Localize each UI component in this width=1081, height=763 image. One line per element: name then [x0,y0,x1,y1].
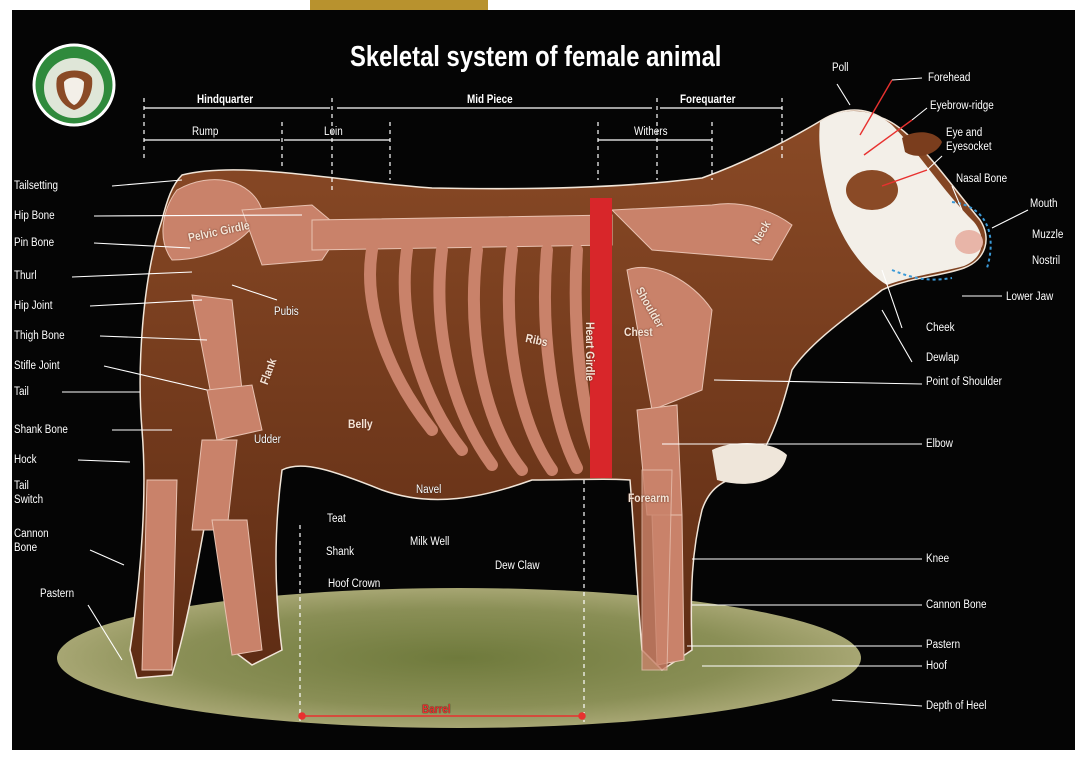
label-dew-claw: Dew Claw [495,560,540,573]
label-dewlap: Dewlap [926,352,959,365]
label-eye-2: Eyesocket [946,141,992,154]
cow-muzzle [955,230,983,254]
label-forearm: Forearm [628,492,669,505]
label-nasal-bone: Nasal Bone [956,173,1007,186]
label-cheek: Cheek [926,322,955,335]
label-hip-bone: Hip Bone [14,210,55,223]
label-depth-of-heel: Depth of Heel [926,700,986,713]
label-eye-1: Eye and [946,127,982,140]
section-rump: Rump [192,126,218,139]
label-stifle-joint: Stifle Joint [14,360,60,373]
label-chest: Chest [624,326,653,339]
label-cannon-bone-right: Cannon Bone [926,599,986,612]
section-withers: Withers [634,126,668,139]
section-dimension-lines [144,108,782,140]
poster: Skeletal system of female animal Hindqua… [12,10,1075,750]
label-elbow: Elbow [926,438,953,451]
label-forehead: Forehead [928,72,970,85]
label-hoof-crown: Hoof Crown [328,578,380,591]
section-forequarter: Forequarter [680,94,736,107]
label-pubis: Pubis [274,306,299,319]
label-teat: Teat [327,513,346,526]
label-tail: Tail [14,386,29,399]
cow-illustration [12,10,1075,750]
label-shank-bone: Shank Bone [14,424,68,437]
label-udder: Udder [254,434,281,447]
label-heart-girdle: Heart Girdle [583,322,596,381]
label-lower-jaw: Lower Jaw [1006,291,1053,304]
label-hock: Hock [14,454,37,467]
label-knee: Knee [926,553,949,566]
label-milk-well: Milk Well [410,536,449,549]
section-mid-piece: Mid Piece [467,94,513,107]
top-gold-bar [310,0,488,10]
label-mouth: Mouth [1030,198,1057,211]
label-hoof: Hoof [926,660,947,673]
label-nostril: Nostril [1032,255,1060,268]
chest-white [712,443,787,484]
label-hip-joint: Hip Joint [14,300,52,313]
eye-patch [846,170,898,210]
cow-ear [902,132,942,156]
label-thigh-bone: Thigh Bone [14,330,65,343]
label-tail-switch-2: Switch [14,494,43,507]
label-point-of-shoulder: Point of Shoulder [926,376,1002,389]
section-loin: Loin [324,126,343,139]
label-barrel: Barrel [422,704,451,717]
label-thurl: Thurl [14,270,37,283]
label-tailsetting: Tailsetting [14,180,58,193]
label-cannon-bone-1: Cannon [14,528,49,541]
logo [34,45,114,125]
label-belly: Belly [348,418,373,431]
label-pastern-left: Pastern [40,588,74,601]
label-poll: Poll [832,62,849,75]
label-eyebrow-ridge: Eyebrow-ridge [930,100,994,113]
label-pastern-right: Pastern [926,639,960,652]
label-navel: Navel [416,484,441,497]
label-tail-switch-1: Tail [14,480,29,493]
section-hindquarter: Hindquarter [197,94,253,107]
page-title: Skeletal system of female animal [350,40,721,74]
label-shank: Shank [326,546,354,559]
label-muzzle: Muzzle [1032,229,1063,242]
label-cannon-bone-2: Bone [14,542,37,555]
label-pin-bone: Pin Bone [14,237,54,250]
